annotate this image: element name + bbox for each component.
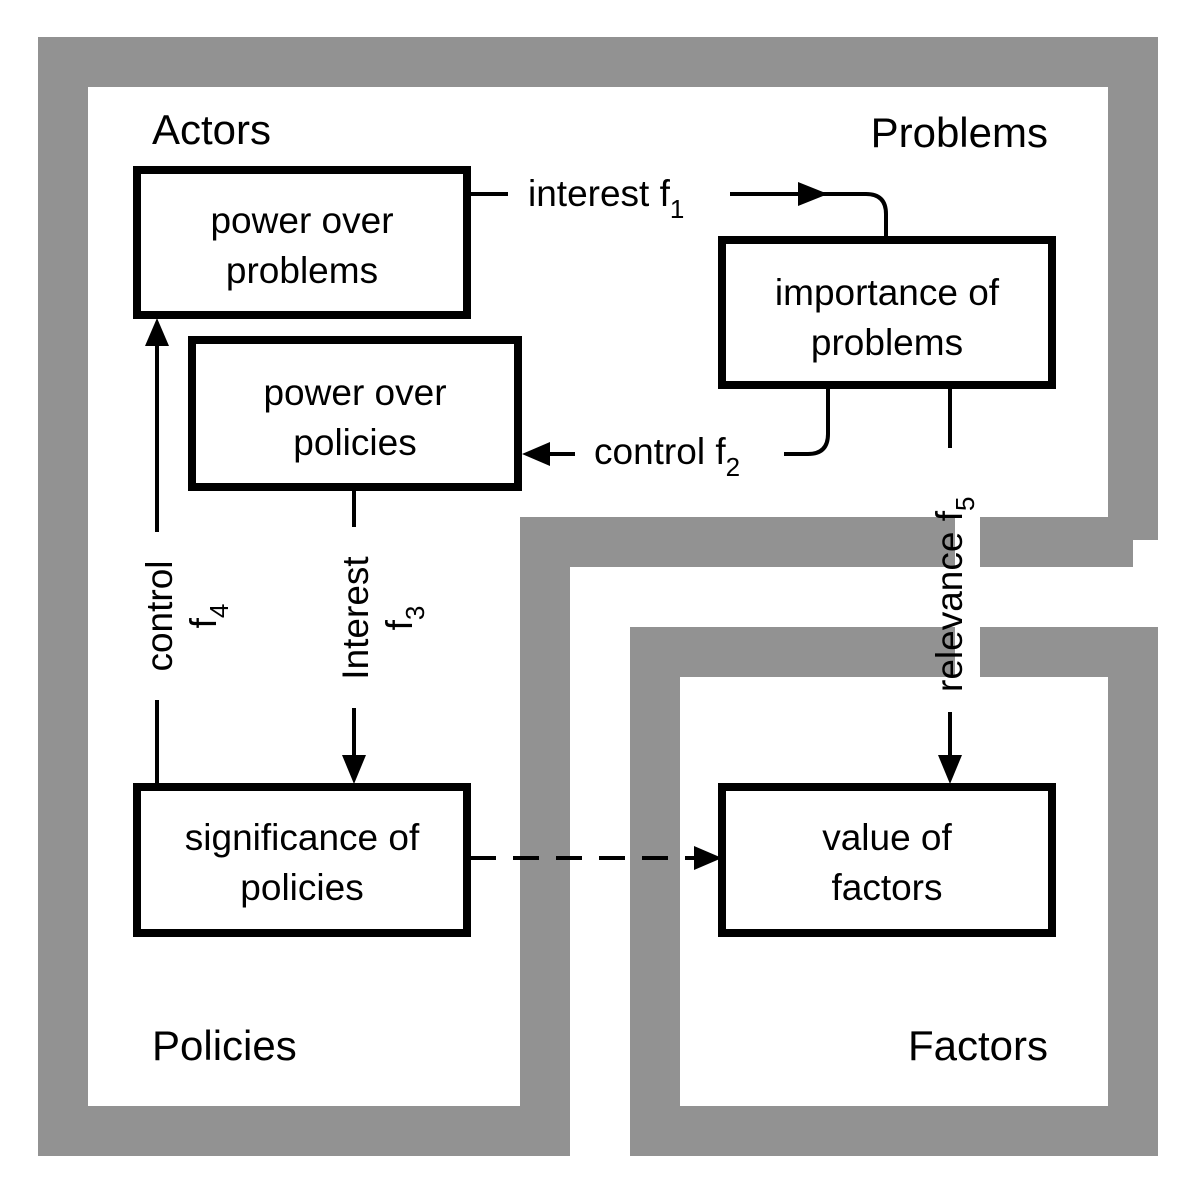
- node-power-over-policies-line1: power over: [263, 372, 446, 413]
- maze-walls: [38, 37, 1158, 1156]
- edge-relevance-f5-label: relevance f5: [929, 497, 980, 692]
- region-label-factors: Factors: [908, 1022, 1048, 1069]
- edge-control-f2-text: control f: [594, 431, 726, 472]
- edge-interest-f1-text: interest f: [528, 173, 671, 214]
- node-significance-of-policies-box: [133, 783, 471, 937]
- outer-wall-left-top: [38, 37, 1158, 1156]
- node-power-over-policies-line2: policies: [293, 422, 416, 463]
- node-significance-of-policies-line2: policies: [240, 867, 363, 908]
- edge-control-f4-arrowhead: [145, 318, 169, 346]
- node-value-of-factors-line1: value of: [822, 817, 952, 858]
- edge-interest-f1-label: interest f1: [528, 173, 684, 224]
- node-power-over-problems-line1: power over: [210, 200, 393, 241]
- edge-relevance-f5-subscript: 5: [950, 497, 980, 511]
- edge-interest-f1-arrowhead: [798, 182, 828, 206]
- node-importance-of-problems-line1: importance of: [775, 272, 1000, 313]
- edge-interest-f3-arrowhead: [342, 755, 366, 784]
- node-value-of-factors-line2: factors: [831, 867, 942, 908]
- edge-interest-f1-subscript: 1: [670, 194, 684, 224]
- node-importance-of-problems-box: [718, 236, 1056, 389]
- edge-interest-f1-line-b: [730, 192, 888, 240]
- edge-control-f2-label: control f2: [594, 431, 740, 482]
- node-importance-of-problems: importance of problems: [718, 236, 1056, 389]
- edges: interest f1 control f2 Interest f3 contr…: [139, 173, 980, 870]
- node-power-over-policies-box: [188, 336, 522, 491]
- node-significance-of-policies: significance of policies: [133, 783, 471, 937]
- node-value-of-factors-box: [718, 783, 1056, 937]
- edge-control-f2-line-a: [784, 388, 830, 456]
- edge-dashed-arrowhead: [694, 846, 722, 870]
- node-value-of-factors: value of factors: [718, 783, 1056, 937]
- edge-control-f4-text: control: [139, 560, 180, 671]
- node-power-over-problems-box: [133, 166, 471, 319]
- edge-control-f4-label: control f4: [139, 560, 234, 671]
- node-importance-of-problems-line2: problems: [811, 322, 963, 363]
- edge-interest-f3-text: Interest: [335, 556, 376, 680]
- inner-wall-factors: [630, 627, 1158, 1156]
- edge-interest-f3-fsym: f3: [379, 606, 430, 631]
- edge-relevance-f5-arrowhead: [938, 755, 962, 784]
- node-power-over-policies: power over policies: [188, 336, 522, 491]
- region-label-policies: Policies: [152, 1022, 297, 1069]
- region-label-problems: Problems: [871, 109, 1048, 156]
- region-label-actors: Actors: [152, 106, 271, 153]
- node-power-over-problems: power over problems: [133, 166, 471, 319]
- edge-control-f2-subscript: 2: [726, 452, 740, 482]
- edge-interest-f3-label: Interest f3: [335, 556, 430, 680]
- edge-control-f2-arrowhead: [522, 442, 550, 466]
- edge-relevance-f5-text: relevance f: [929, 510, 970, 692]
- node-power-over-problems-line2: problems: [226, 250, 378, 291]
- edge-control-f4-fsym: f4: [183, 604, 234, 629]
- node-significance-of-policies-line1: significance of: [185, 817, 420, 858]
